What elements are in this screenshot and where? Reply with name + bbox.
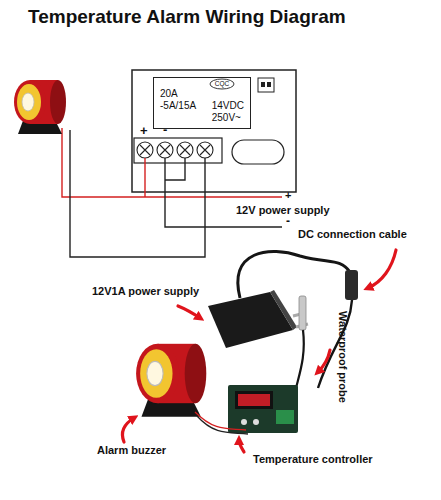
callout-label: Alarm buzzer: [97, 444, 166, 456]
callout-label: Temperature controller: [253, 453, 373, 465]
adapter-side: [270, 290, 297, 330]
controller-board: [228, 385, 298, 433]
callout-label: Waterproof probe: [337, 311, 349, 403]
label-text: -: [163, 122, 167, 137]
probe-cable: [296, 330, 304, 388]
label-text: Temperature controller: [253, 453, 373, 465]
label-text: -: [286, 214, 290, 228]
relay-box: 20A -5A/15A 14VDC 250V~: [153, 77, 251, 129]
label-text: 12V power supply: [236, 204, 330, 216]
display: [235, 391, 273, 409]
supply-label: 12V power supply: [236, 204, 330, 216]
pin: [267, 82, 271, 87]
probe-tip: [299, 296, 306, 330]
terminal-screws: [137, 142, 213, 158]
label-text: DC connection cable: [298, 228, 407, 240]
display-digits: [238, 394, 270, 406]
pin: [261, 82, 265, 87]
wires: [62, 128, 282, 257]
terminal-block: [134, 138, 222, 163]
label-text: Alarm buzzer: [97, 444, 166, 456]
cert-oval: [210, 79, 234, 89]
label-text: +: [140, 123, 148, 138]
module-housing: [132, 70, 296, 192]
callout-label: DC connection cable: [298, 228, 407, 240]
rating-text: 14VDC 250V~: [212, 100, 244, 124]
label-text: Waterproof probe: [337, 311, 349, 403]
buzzer-photo: [136, 344, 206, 417]
terminal-sign: -: [163, 122, 167, 137]
label-text: CQC: [215, 80, 229, 87]
label-text: +: [285, 189, 291, 201]
terminal-sign: +: [140, 123, 148, 138]
terminal-header: [276, 410, 294, 424]
pin-header: [258, 78, 274, 92]
rating-text: 20A -5A/15A: [160, 88, 196, 112]
title: Temperature Alarm Wiring Diagram: [28, 6, 346, 28]
supply-sign: +: [285, 189, 291, 201]
board-button: [253, 419, 259, 425]
board-button: [241, 419, 247, 425]
dc-cable: [238, 252, 350, 298]
callout-arrows: [122, 250, 396, 452]
callout-label: 12V1A power supply: [92, 285, 199, 297]
button-outline: [232, 140, 284, 164]
buzzer-lead: [197, 416, 248, 434]
cert-mark: CQC: [215, 80, 229, 88]
supply-sign: -: [286, 214, 290, 228]
buzzer-drawing: [14, 80, 66, 134]
label-text: 12V1A power supply: [92, 285, 199, 297]
dc-jack: [345, 270, 358, 300]
